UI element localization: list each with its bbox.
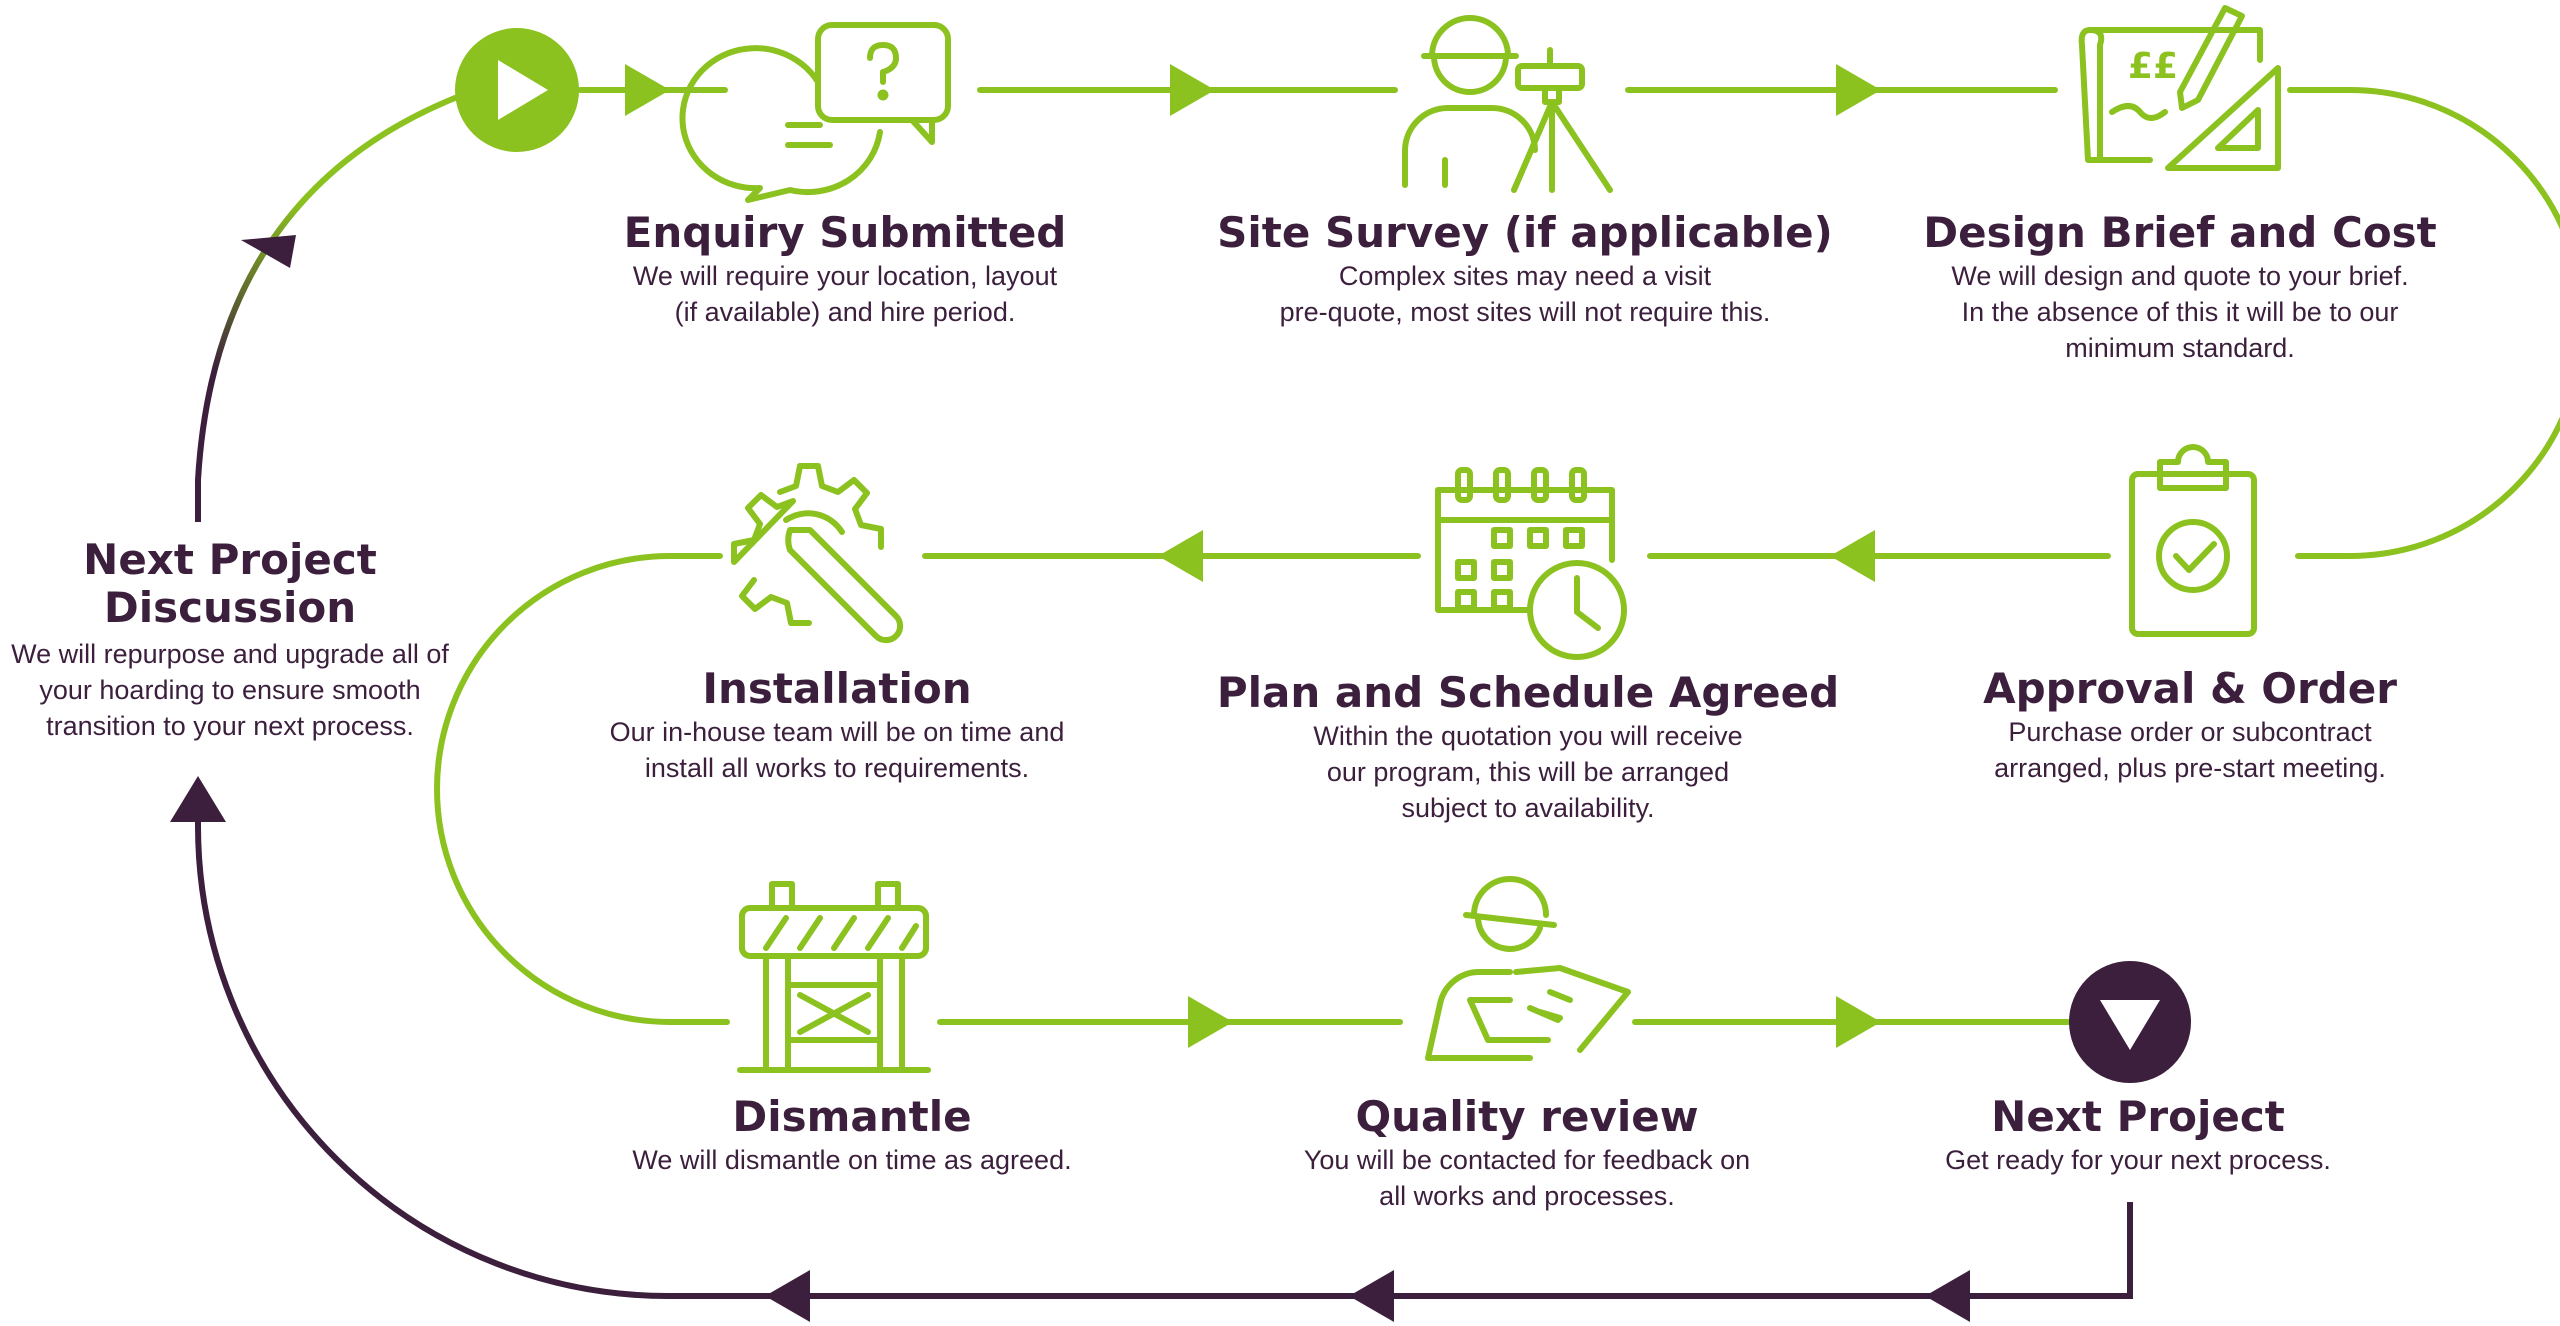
step-next-project: Next Project Get ready for your next pro… <box>1838 1092 2438 1178</box>
step-description: You will be contacted for feedback on al… <box>1303 1145 1751 1211</box>
surveyor-icon <box>1402 15 1613 193</box>
step-description: We will dismantle on time as agreed. <box>632 1145 1072 1175</box>
arrow-up-icon <box>170 776 226 822</box>
step-description: Our in-house team will be on time and in… <box>609 717 1065 783</box>
step-title: Installation <box>702 664 972 713</box>
step-title: Plan and Schedule Agreed <box>1216 668 1840 717</box>
return-line-bottom <box>195 820 2133 1300</box>
step-title: Site Survey (if applicable) <box>1217 208 1833 257</box>
arrow-up-icon <box>241 235 296 268</box>
step-title: Dismantle <box>732 1092 972 1141</box>
step-title: Next Project <box>1991 1092 2285 1141</box>
step-approval-order: Approval & Order Purchase order or subco… <box>1890 664 2490 786</box>
inspector-icon <box>1425 876 1631 1061</box>
design-cost-icon: ££ <box>2078 5 2281 171</box>
connector-installation-to-dismantle <box>434 553 730 1025</box>
step-plan-schedule: Plan and Schedule Agreed Within the quot… <box>1178 668 1878 826</box>
arrow-right-icon <box>625 64 670 116</box>
step-description: We will repurpose and upgrade all of you… <box>11 639 449 741</box>
arrow-right-icon <box>1836 64 1881 116</box>
svg-text:££: ££ <box>2128 46 2178 87</box>
chat-question-icon <box>679 22 951 203</box>
arrow-left-icon <box>1349 1270 1394 1322</box>
return-line-left-upper <box>195 91 467 522</box>
arrow-right-icon <box>1188 996 1233 1048</box>
down-arrow-circle-icon <box>2069 961 2191 1083</box>
step-description: Get ready for your next process. <box>1945 1145 2331 1175</box>
purple-arrowheads <box>170 235 1970 1322</box>
step-description: Within the quotation you will receive ou… <box>1313 721 1743 823</box>
step-description: Complex sites may need a visit pre-quote… <box>1279 261 1771 327</box>
calendar-clock-icon <box>1435 467 1627 660</box>
step-description: We will require your location, layout (i… <box>632 261 1058 327</box>
barrier-icon <box>737 881 931 1073</box>
next-project-discussion: Next Project Discussion We will repurpos… <box>0 536 460 744</box>
step-site-survey: Site Survey (if applicable) Complex site… <box>1175 208 1875 330</box>
arrow-left-icon <box>765 1270 810 1322</box>
green-arrowheads <box>625 64 1881 1048</box>
step-title: Next Project Discussion <box>83 535 377 632</box>
step-description: We will design and quote to your brief. … <box>1951 261 2409 363</box>
connector-design-to-approval <box>2287 87 2560 559</box>
gear-wrench-icon <box>731 463 904 644</box>
step-description: Purchase order or subcontract arranged, … <box>1994 717 2386 783</box>
step-title: Enquiry Submitted <box>623 208 1067 257</box>
step-installation: Installation Our in-house team will be o… <box>537 664 1137 786</box>
step-quality-review: Quality review You will be contacted for… <box>1227 1092 1827 1214</box>
arrow-left-icon <box>1158 530 1203 582</box>
step-design-brief: Design Brief and Cost We will design and… <box>1880 208 2480 366</box>
arrow-left-icon <box>1925 1270 1970 1322</box>
step-title: Design Brief and Cost <box>1923 208 2437 257</box>
step-dismantle: Dismantle We will dismantle on time as a… <box>552 1092 1152 1178</box>
arrow-left-icon <box>1830 530 1875 582</box>
play-icon <box>455 28 579 152</box>
arrow-right-icon <box>1836 996 1881 1048</box>
step-title: Quality review <box>1355 1092 1699 1141</box>
arrow-right-icon <box>1170 64 1215 116</box>
step-enquiry-submitted: Enquiry Submitted We will require your l… <box>545 208 1145 330</box>
step-title: Approval & Order <box>1983 664 2397 713</box>
clipboard-check-icon <box>2129 444 2257 637</box>
